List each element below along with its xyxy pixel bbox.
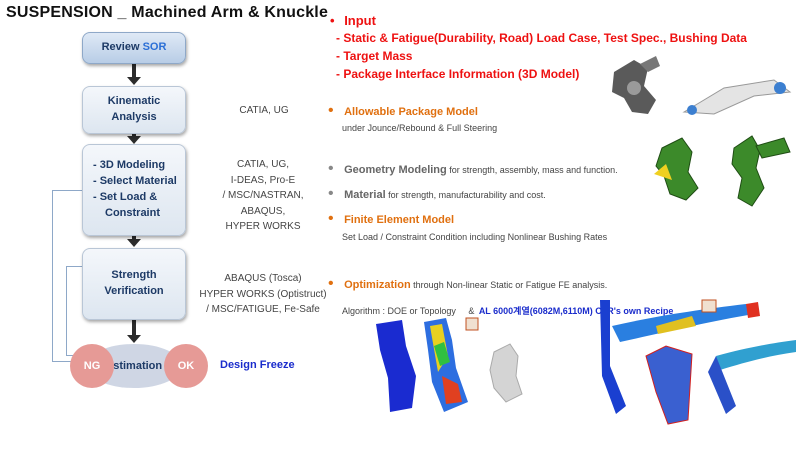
material-rest: for strength, manufacturability and cost… [385,189,546,200]
flow-arrowhead-3 [127,239,141,247]
package-heading: Allowable Package Model [344,106,478,118]
design-freeze-label: Design Freeze [220,359,295,371]
fe-bullet: • [328,209,334,227]
geometry-rest: for strength, assembly, mass and functio… [446,165,618,175]
fe-stress-result-image [376,317,523,412]
flow-step-strength-verification: Strength Verification [82,248,186,320]
knuckle-arm-gray-image [612,56,792,115]
flow-step-review-sor: Review SOR [82,32,186,64]
ok-label: OK [177,360,195,372]
tools-strength: ABAQUS (Tosca) HYPER WORKS (Optistruct) … [196,271,330,318]
flow-arrowhead-4 [127,335,141,343]
ok-circle: OK [164,344,208,388]
input-item-1: - Static & Fatigue(Durability, Road) Loa… [336,31,747,46]
review-label: Review [101,41,143,54]
tools-modeling-3: / MSC/NASTRAN, [222,190,304,201]
material-bullet: • [328,184,334,202]
optimization-heading: Optimization [344,279,411,291]
geometry-heading: Geometry Modeling [344,164,447,176]
optimization-rest: through Non-linear Static or Fatigue FE … [410,280,608,290]
tools-modeling-5: HYPER WORKS [225,221,301,232]
modeling-line-3: - Set Load & [93,191,158,203]
optimization-block: • Optimization through Non-linear Static… [328,271,748,322]
optimization-bullet: • [328,275,334,292]
kinematic-line-2: Analysis [111,111,157,123]
geometry-block: • Geometry Modeling for strength, assemb… [328,157,638,245]
input-item-2: - Target Mass [336,48,413,63]
flow-step-modeling: - 3D Modeling - Select Material - Set Lo… [82,144,186,236]
fe-sub: Set Load / Constraint Condition includin… [342,232,608,243]
tools-kinematic: CATIA, UG [239,105,289,116]
geometry-bullet: • [328,160,334,177]
input-bullet: • [330,13,335,28]
strength-line-1: Strength [111,269,157,282]
fe-heading: Finite Element Model [344,213,455,226]
tools-modeling-2: I-DEAS, Pro-E [230,174,296,186]
arm-stress-result-image [600,299,796,425]
modeling-line-4: Constraint [105,206,160,219]
fe-model-green-image [654,135,791,207]
tools-strength-1: ABAQUS (Tosca) [224,273,302,284]
flow-arrowhead-1 [127,77,141,85]
material-heading: Material [344,188,386,201]
input-item-3: - Package Interface Information (3D Mode… [336,66,580,81]
recipe-label: AL 6000계열(6082M,6110M) CTR's own Recipe [478,305,674,316]
estimation-label: Estimation [105,360,163,372]
modeling-line-2: - Select Material [93,175,177,188]
tools-strength-3: / MSC/FATIGUE, Fe-Safe [206,304,320,315]
flow-step-kinematic-analysis: Kinematic Analysis [82,86,186,134]
tools-strength-2: HYPER WORKS (Optistruct) [199,288,327,300]
package-sub: under Jounce/Rebound & Full Steering [342,123,498,133]
kinematic-line-1: Kinematic [107,95,161,108]
ng-label: NG [83,360,101,372]
flow-arrow-1 [132,64,136,78]
flow-arrow-4 [132,320,136,336]
loop-line-inner [66,266,82,356]
strength-line-2: Verification [104,285,164,297]
package-bullet: • [328,102,334,119]
loop-line-outer [52,190,82,362]
input-heading: Input [344,13,376,28]
flow-arrowhead-2 [127,136,141,144]
algorithm-amp: & [468,305,475,316]
tools-modeling-4: ABAQUS, [240,205,286,217]
tools-modeling: CATIA, UG, I-DEAS, Pro-E / MSC/NASTRAN, … [208,157,318,235]
flow-arrow-3 [132,236,136,240]
page-title: SUSPENSION _ Machined Arm & Knuckle [6,4,329,21]
input-block: • Input - Static & Fatigue(Durability, R… [330,11,800,83]
ng-circle: NG [70,344,114,388]
tools-modeling-1: CATIA, UG, [236,159,290,170]
package-block: • Allowable Package Model under Jounce/R… [328,102,497,133]
algorithm-label: Algorithm : DOE or Topology [342,305,456,316]
modeling-line-1: - 3D Modeling [93,159,166,172]
sor-label: SOR [142,41,167,54]
